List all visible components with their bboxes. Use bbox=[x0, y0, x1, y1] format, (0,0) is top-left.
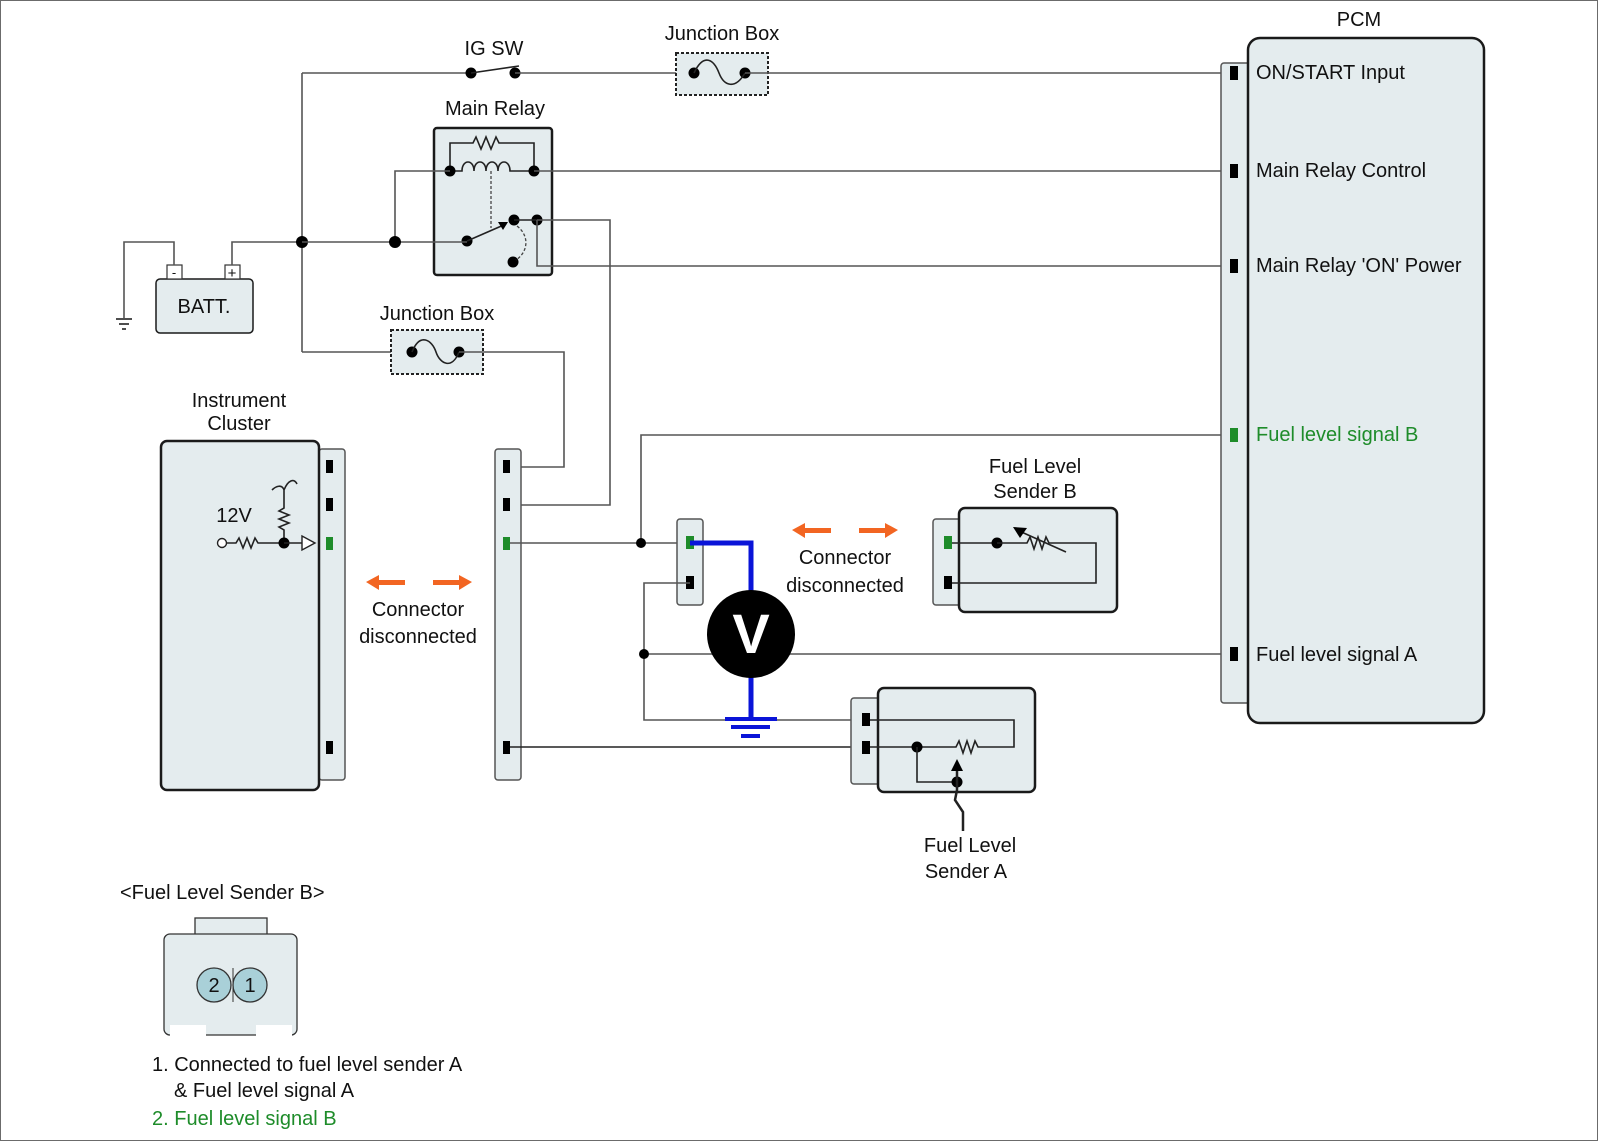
pcm: PCM ON/START Input Main Relay Control Ma… bbox=[1220, 9, 1486, 725]
wire-jb-to-cluster-conn bbox=[459, 351, 565, 468]
voltmeter: V bbox=[707, 590, 795, 678]
connector-pin-signal-b bbox=[944, 536, 952, 549]
disconnect-label: disconnected bbox=[786, 575, 904, 597]
pcm-pin-label-signal-a: Fuel level signal A bbox=[1256, 644, 1418, 666]
disconnect-arrows-right: Connector disconnected bbox=[786, 523, 904, 597]
ig-switch-label: IG SW bbox=[465, 38, 524, 60]
junction-box-mid-label: Junction Box bbox=[380, 303, 495, 325]
sender-a-label: Fuel Level bbox=[924, 835, 1016, 857]
harness-connector-cluster bbox=[494, 448, 522, 781]
disconnect-label: Connector bbox=[372, 599, 465, 621]
connector-pin bbox=[326, 460, 333, 473]
main-relay: Main Relay bbox=[432, 98, 554, 277]
wire-battery-positive bbox=[231, 241, 302, 265]
connector-face-view: <Fuel Level Sender B> 2 1 1. Connected t… bbox=[120, 882, 463, 1130]
connector-pin bbox=[503, 741, 510, 754]
junction-box-top: Junction Box bbox=[665, 23, 780, 96]
cluster-voltage-label: 12V bbox=[216, 505, 252, 527]
harness-connector-sender-b bbox=[676, 518, 704, 606]
connector-note-signal-b: 2. Fuel level signal B bbox=[152, 1108, 337, 1130]
pcm-pin-label-on-start: ON/START Input bbox=[1256, 62, 1405, 84]
pcm-pin-label-signal-b: Fuel level signal B bbox=[1256, 424, 1418, 446]
ground-icon bbox=[116, 318, 132, 330]
battery: - + BATT. bbox=[155, 264, 254, 334]
connector-pin-2 bbox=[196, 967, 232, 1003]
disconnect-label: Connector bbox=[799, 547, 892, 569]
wire-relay-to-cluster-conn bbox=[510, 219, 611, 506]
battery-negative-label: - bbox=[172, 265, 176, 280]
battery-label: BATT. bbox=[178, 296, 231, 318]
pin-number: 1 bbox=[244, 975, 255, 997]
junction-box-mid: Junction Box bbox=[380, 303, 495, 375]
wire-relay-on-power bbox=[536, 220, 1230, 267]
instrument-cluster-label: Cluster bbox=[207, 413, 271, 435]
pcm-pin-label-relay-control: Main Relay Control bbox=[1256, 160, 1426, 182]
voltmeter-ground-icon bbox=[725, 717, 777, 738]
connector-pin bbox=[862, 713, 870, 726]
connector-pin bbox=[862, 741, 870, 754]
instrument-cluster-label: Instrument bbox=[192, 390, 287, 412]
voltmeter-symbol: V bbox=[732, 602, 769, 665]
connector-pin-1 bbox=[232, 967, 268, 1003]
wire-signal-b-to-pcm bbox=[640, 434, 1230, 543]
connector-pin bbox=[503, 498, 510, 511]
voltmeter-positive-lead bbox=[690, 540, 754, 602]
pcm-pin-label-relay-on-power: Main Relay 'ON' Power bbox=[1256, 255, 1462, 277]
ig-switch: IG SW bbox=[465, 38, 524, 79]
wire-to-relay-coil bbox=[394, 170, 450, 242]
connector-pin bbox=[326, 498, 333, 511]
pcm-pin-relay-control bbox=[1230, 164, 1238, 178]
fuel-level-sender-b: Fuel Level Sender B bbox=[932, 456, 1119, 614]
pcm-pin-signal-b bbox=[1230, 428, 1238, 442]
junction-dot bbox=[636, 538, 646, 548]
pcm-pin-signal-a bbox=[1230, 647, 1238, 661]
disconnect-label: disconnected bbox=[359, 626, 477, 648]
battery-positive-label: + bbox=[228, 265, 237, 282]
connector-pin-signal-b bbox=[503, 537, 510, 550]
sender-b-label: Fuel Level bbox=[989, 456, 1081, 478]
junction-dot bbox=[389, 236, 401, 248]
junction-dot bbox=[639, 649, 649, 659]
connector-pin bbox=[503, 460, 510, 473]
connector-view-title: <Fuel Level Sender B> bbox=[120, 882, 325, 904]
pin-number: 2 bbox=[208, 975, 219, 997]
pcm-pin-on-start bbox=[1230, 66, 1238, 80]
connector-pin-signal-b bbox=[326, 537, 333, 550]
connector-note: & Fuel level signal A bbox=[174, 1080, 355, 1102]
connector-pin bbox=[944, 576, 952, 589]
pcm-label: PCM bbox=[1337, 9, 1381, 31]
junction-box-top-label: Junction Box bbox=[665, 23, 780, 45]
instrument-cluster: Instrument Cluster 12V bbox=[159, 390, 346, 792]
main-relay-label: Main Relay bbox=[445, 98, 545, 120]
wire-battery-ground bbox=[123, 241, 175, 318]
sender-a-label: Sender A bbox=[925, 861, 1008, 883]
sender-b-label: Sender B bbox=[993, 481, 1076, 503]
connector-note: 1. Connected to fuel level sender A bbox=[152, 1054, 463, 1076]
fuel-level-sender-a: Fuel Level Sender A bbox=[850, 686, 1037, 883]
disconnect-arrows-left: Connector disconnected bbox=[359, 575, 477, 648]
connector-pin bbox=[326, 741, 333, 754]
pcm-pin-relay-on-power bbox=[1230, 259, 1238, 273]
